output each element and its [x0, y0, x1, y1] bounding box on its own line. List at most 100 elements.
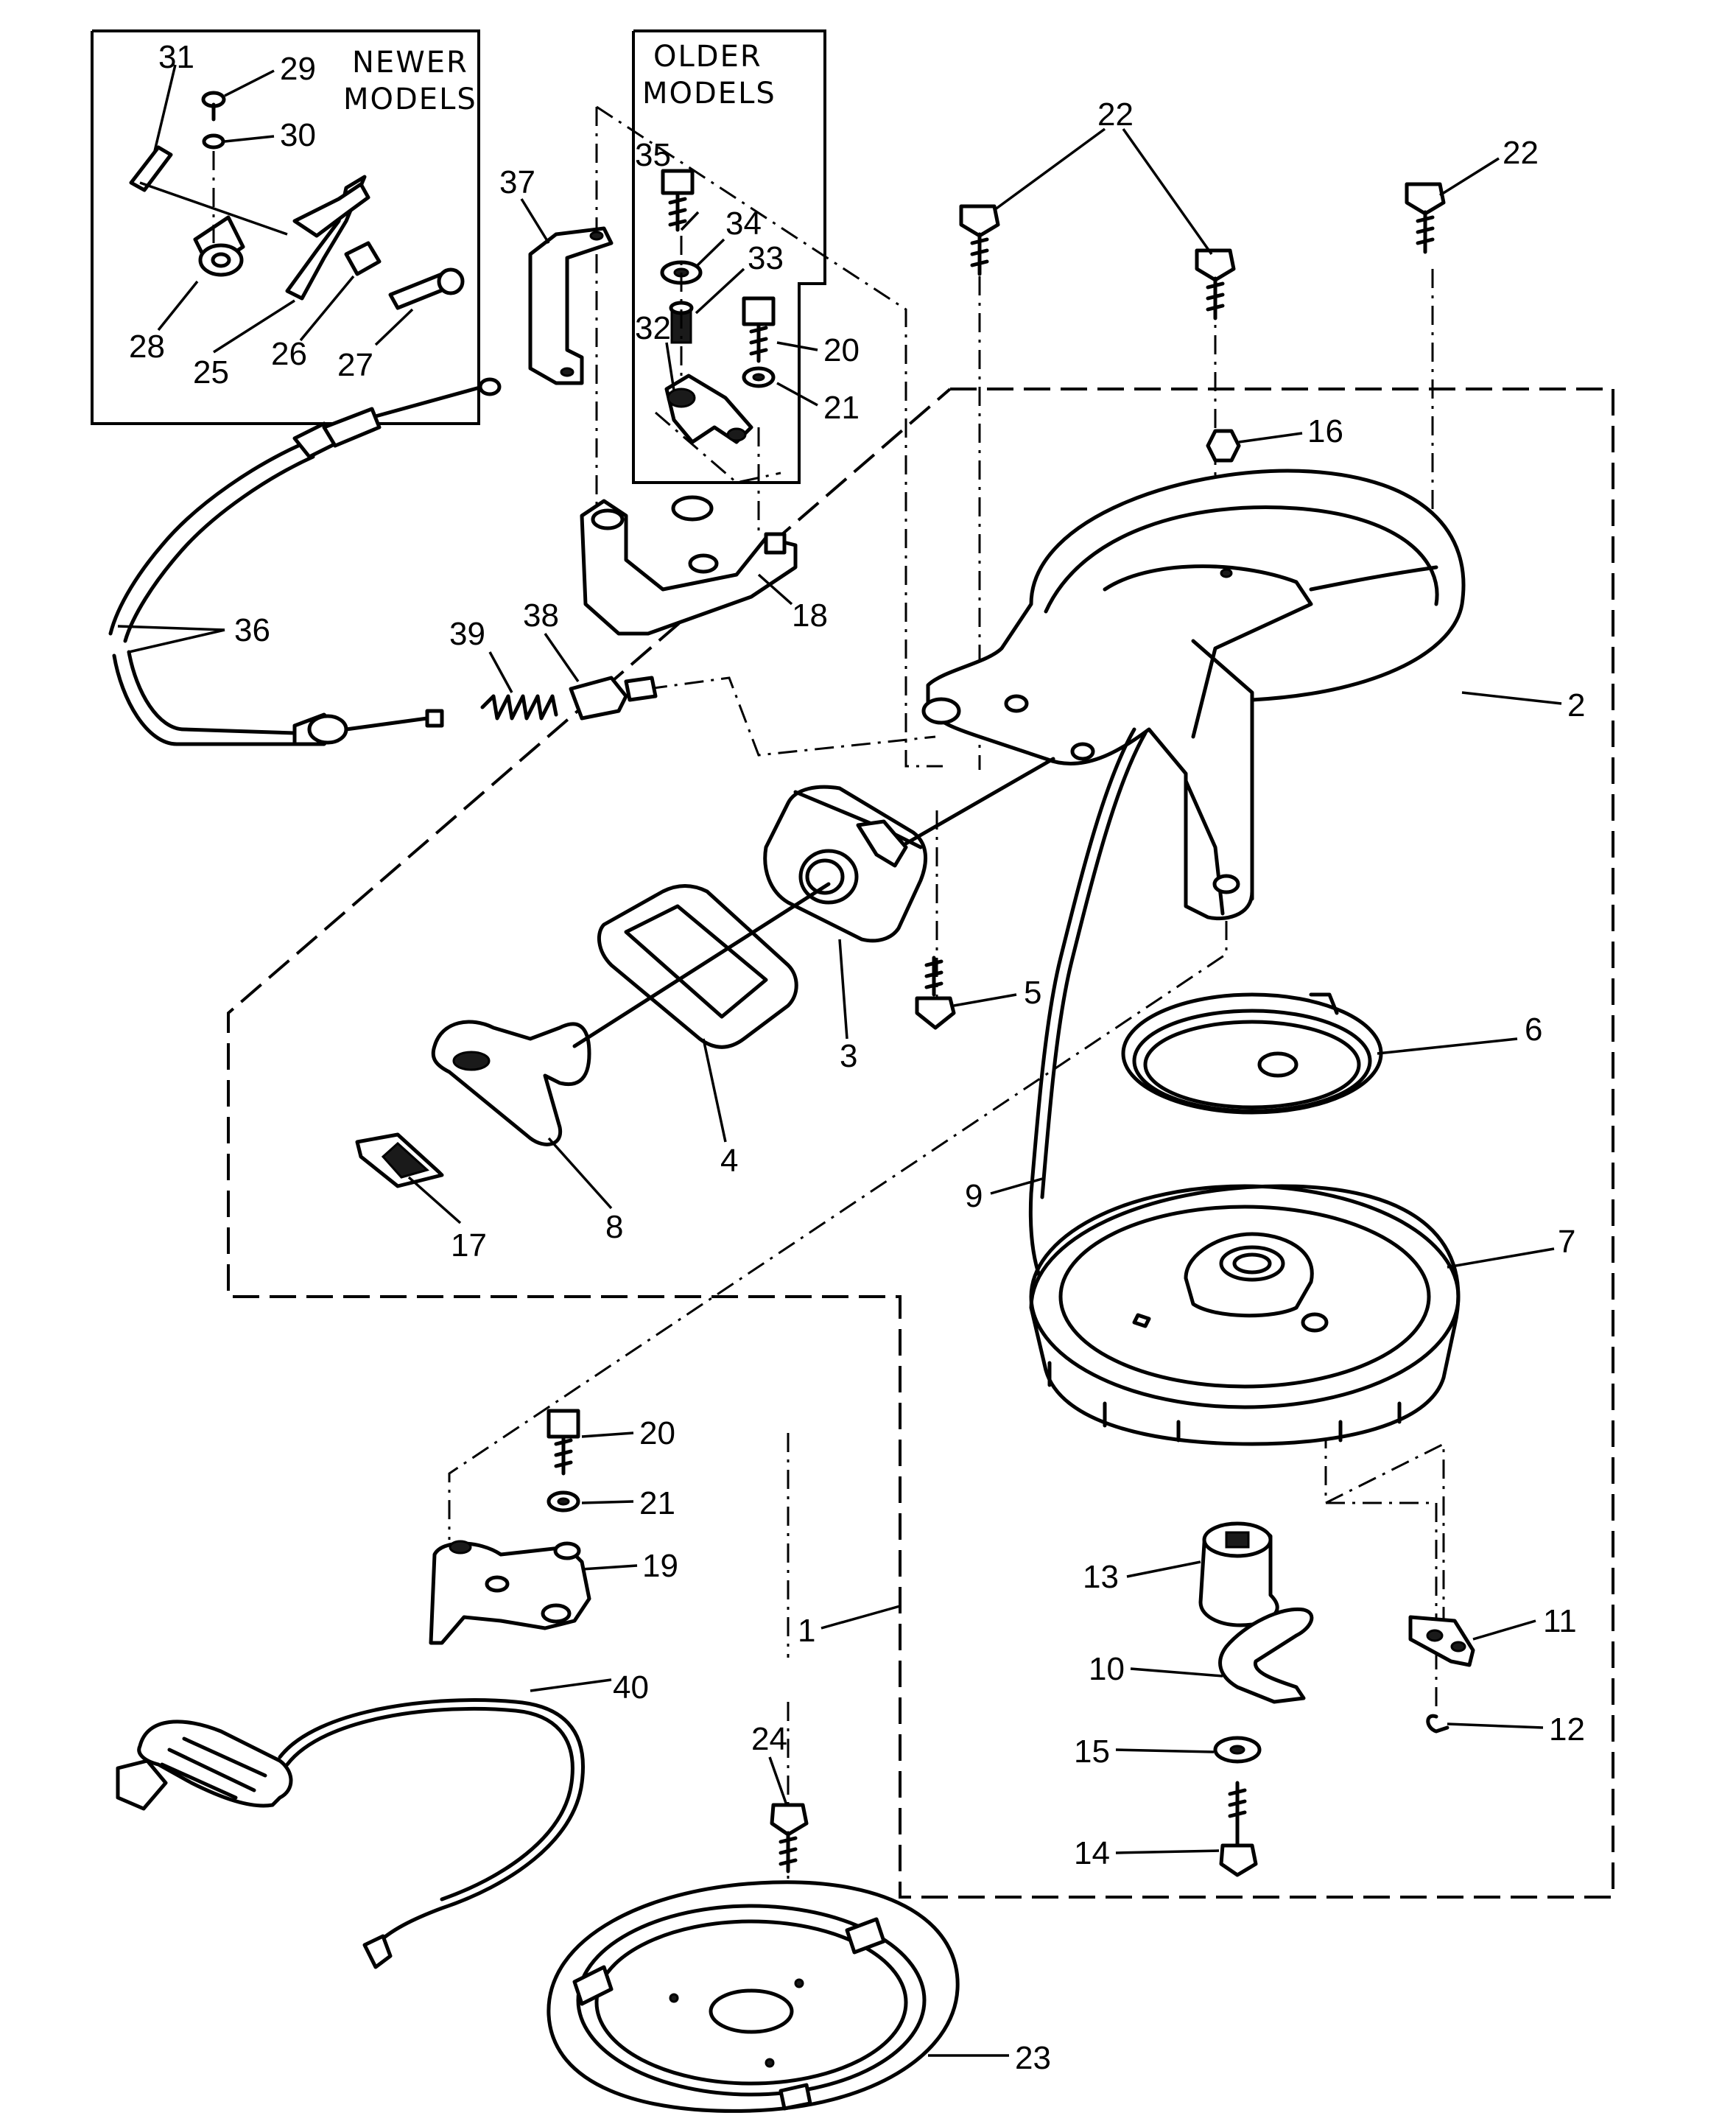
callout-11: 11	[1543, 1603, 1577, 1639]
starter-housing-2	[921, 469, 1562, 921]
rope-handle-8	[431, 882, 831, 1210]
bracket-37	[520, 198, 614, 385]
clip-12	[1426, 1714, 1544, 1734]
callout-16: 16	[1307, 413, 1343, 449]
callout-6: 6	[1525, 1012, 1542, 1048]
callout-38: 38	[523, 597, 559, 634]
older-models-label-line2: MODELS	[642, 77, 776, 111]
newer-models-inset: NEWER MODELS	[91, 29, 480, 425]
emergency-rope-40	[116, 1678, 612, 1969]
newer-models-label-line2: MODELS	[343, 83, 477, 116]
callout-35: 35	[635, 137, 671, 173]
bolt-14	[1115, 1781, 1258, 1877]
nut-16	[1206, 429, 1303, 463]
rewind-spring-6	[1121, 992, 1518, 1115]
choke-cable-36	[108, 377, 502, 746]
starter-rope-9	[990, 727, 1148, 1314]
callout-9: 9	[965, 1178, 983, 1214]
older-models-label-line1: OLDER	[653, 40, 762, 74]
callout-20-upper: 20	[823, 332, 860, 368]
older-models-inset: OLDER MODELS	[632, 29, 826, 484]
callout-3: 3	[840, 1038, 857, 1074]
bracket-19	[429, 1540, 638, 1645]
leader-22a-right	[1122, 127, 1213, 256]
lever-32	[664, 374, 753, 444]
pawl-11	[1408, 1615, 1536, 1667]
chain-line-c	[655, 411, 781, 484]
callout-21-upper: 21	[823, 390, 860, 426]
bolt-20-upper	[742, 296, 818, 363]
callout-22-pair: 22	[1097, 97, 1134, 133]
washer-21-upper	[742, 366, 818, 407]
callout-20-lower: 20	[639, 1415, 675, 1451]
handle-guide-3	[763, 757, 1055, 1040]
callout-labels: 1 2 3 4 5 6 7 8 9 10 11 12 13 14 15 16 1…	[129, 39, 1585, 2076]
callout-13: 13	[1083, 1559, 1119, 1595]
callout-39: 39	[449, 616, 485, 652]
spring-39	[480, 651, 558, 721]
plunger-38	[544, 633, 658, 721]
callout-14: 14	[1074, 1835, 1110, 1871]
callout-4: 4	[720, 1143, 738, 1179]
callout-12: 12	[1549, 1711, 1585, 1748]
callout-8: 8	[605, 1209, 623, 1245]
link-31	[129, 145, 173, 192]
assembly-1-outline	[227, 388, 1614, 1899]
washer-21-lower	[547, 1490, 634, 1513]
callout-33: 33	[748, 240, 784, 276]
callout-5: 5	[1024, 975, 1041, 1011]
decal-17	[355, 1132, 462, 1224]
callout-28: 28	[129, 329, 165, 365]
bracket-18	[580, 495, 798, 636]
bolt-22-left	[959, 204, 1000, 276]
newer-models-label-line1: NEWER	[352, 46, 468, 80]
chain-line-b	[596, 105, 943, 768]
callout-34: 34	[725, 206, 762, 242]
callout-37: 37	[499, 164, 535, 200]
callout-19: 19	[642, 1548, 678, 1584]
callout-25: 25	[193, 354, 229, 390]
chain-line-d	[647, 676, 936, 757]
callout-18: 18	[792, 597, 828, 634]
screw-24	[768, 1756, 809, 1874]
callout-15: 15	[1074, 1734, 1110, 1770]
cover-plate-23	[547, 1880, 1009, 2113]
leader-22b	[1439, 157, 1500, 197]
bolt-22-right	[1405, 182, 1446, 254]
screw-5	[915, 956, 1017, 1030]
callout-36: 36	[234, 612, 270, 648]
callout-26: 26	[271, 336, 307, 372]
bolt-20-lower	[547, 1409, 634, 1476]
callout-21-lower: 21	[639, 1485, 675, 1521]
callout-29: 29	[280, 51, 316, 87]
callout-17: 17	[451, 1227, 487, 1263]
callout-32: 32	[635, 310, 671, 346]
chain-line-k	[1325, 1442, 1445, 1654]
drive-cup-13	[1126, 1521, 1279, 1627]
callout-30: 30	[280, 117, 316, 153]
washer-15	[1115, 1736, 1262, 1764]
callout-27: 27	[337, 347, 373, 383]
leader-1	[820, 1605, 901, 1630]
callout-40: 40	[613, 1669, 649, 1706]
callout-23: 23	[1015, 2040, 1051, 2076]
screw-29	[201, 91, 226, 122]
callout-10: 10	[1089, 1651, 1125, 1687]
pin-26	[344, 241, 382, 276]
screw-35	[661, 169, 695, 232]
washer-30	[202, 133, 225, 150]
screw-27	[388, 267, 465, 310]
retainer-10	[1130, 1607, 1314, 1704]
callout-22-single: 22	[1503, 135, 1539, 171]
bushing-28	[193, 215, 245, 277]
chain-line-i	[448, 921, 1228, 1540]
callout-1: 1	[798, 1613, 815, 1649]
bolt-22-center	[1195, 248, 1236, 320]
callout-24: 24	[751, 1721, 787, 1757]
leader-22a-left	[993, 127, 1106, 211]
callout-31: 31	[158, 39, 194, 75]
lever-arm-25	[292, 182, 370, 238]
starter-pulley-7	[1029, 1184, 1555, 1446]
callout-2: 2	[1567, 687, 1585, 723]
